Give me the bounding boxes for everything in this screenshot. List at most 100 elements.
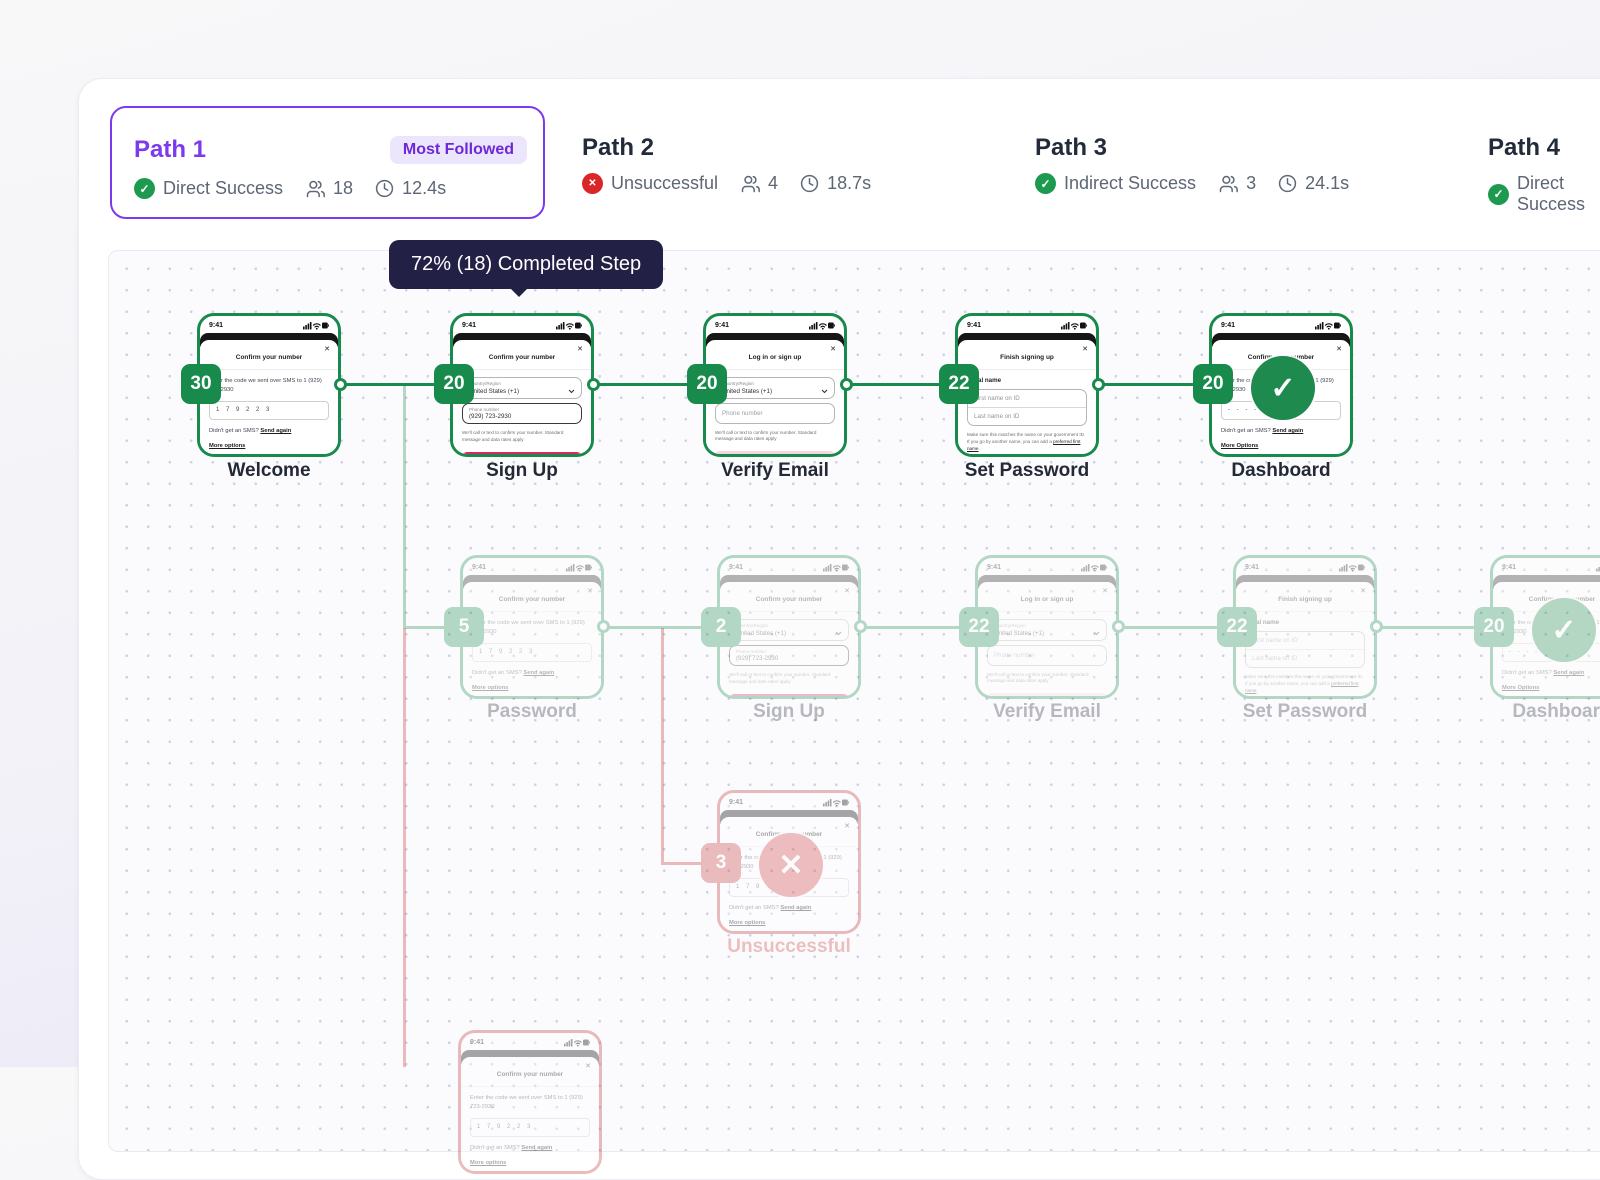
country-field[interactable]: Country/Region United States (+1) bbox=[729, 619, 849, 641]
sheet-title: Confirm your number bbox=[498, 596, 566, 603]
phone-value: (929) 723-2930 bbox=[736, 655, 779, 662]
preferred-name-link[interactable]: preferred first name bbox=[967, 438, 1081, 451]
path-card-4[interactable]: Path 4 ✓ Direct Success bbox=[1488, 136, 1600, 215]
status-time: 9:41 bbox=[472, 564, 487, 571]
country-value: United States (+1) bbox=[736, 629, 787, 637]
path-card-3[interactable]: Path 3 ✓ Indirect Success 3 24.1s bbox=[1035, 136, 1349, 194]
close-icon[interactable]: ✕ bbox=[1082, 346, 1088, 353]
flow-node-dashboard-2[interactable]: 9:41 Confirm your number ✕ Enter the cod… bbox=[1490, 555, 1600, 699]
wifi-icon bbox=[573, 1040, 582, 1045]
phone-status-bar: 9:41 bbox=[706, 316, 844, 333]
send-again-link[interactable]: Send again bbox=[780, 904, 812, 911]
country-field[interactable]: Country/Region United States (+1) bbox=[462, 377, 582, 399]
path-4-status: Direct Success bbox=[1517, 173, 1586, 214]
more-options-link[interactable]: More options bbox=[472, 684, 509, 691]
close-icon[interactable]: ✕ bbox=[1102, 588, 1108, 595]
more-options-link[interactable]: More options bbox=[209, 442, 246, 449]
modal-sheet: Confirm your number ✕ Enter the code we … bbox=[1493, 582, 1600, 696]
step-label: Sign Up bbox=[753, 701, 825, 722]
close-icon[interactable]: ✕ bbox=[585, 1063, 591, 1070]
send-again-link[interactable]: Send again bbox=[260, 427, 292, 434]
status-time: 9:41 bbox=[987, 564, 1002, 571]
close-icon[interactable]: ✕ bbox=[577, 346, 583, 353]
phone-status-bar: 9:41 bbox=[720, 558, 858, 575]
sheet-body: Country/Region United States (+1) Phone … bbox=[453, 370, 591, 454]
phone-status-bar: 9:41 bbox=[453, 316, 591, 333]
path-card-1[interactable]: Path 1 Most Followed ✓ Direct Success 18… bbox=[110, 106, 545, 219]
more-options-link[interactable]: More options bbox=[470, 1159, 507, 1166]
flow-node-welcome[interactable]: 9:41 Confirm your number ✕ Enter the cod… bbox=[197, 313, 341, 457]
step-label: Set Password bbox=[1242, 701, 1368, 722]
first-name-field[interactable]: First name on ID bbox=[1252, 637, 1298, 644]
wifi-icon bbox=[818, 323, 827, 328]
country-label: Country/Region bbox=[722, 381, 754, 386]
more-options-link[interactable]: More options bbox=[729, 919, 766, 926]
wifi-icon bbox=[312, 323, 321, 328]
send-again-link[interactable]: Send again bbox=[523, 669, 555, 676]
flow-node-sign-up-2[interactable]: 9:41 Confirm your number ✕ Country/Regio… bbox=[717, 555, 861, 699]
chevron-down-icon bbox=[1093, 631, 1100, 635]
name-fields[interactable]: First name on ID Last name on ID bbox=[967, 389, 1087, 426]
close-icon[interactable]: ✕ bbox=[844, 588, 850, 595]
flow-node-sign-up[interactable]: 9:41 Confirm your number ✕ Country/Regio… bbox=[450, 313, 594, 457]
sheet-title: Log in or sign up bbox=[748, 354, 802, 361]
send-again-link[interactable]: Send again bbox=[1553, 669, 1585, 676]
status-icons bbox=[823, 563, 849, 572]
code-input[interactable]: 1 7 9 2 2 3 bbox=[472, 642, 592, 662]
preferred-name-link[interactable]: preferred first name bbox=[1245, 680, 1359, 693]
continue-button[interactable]: Continue bbox=[987, 693, 1107, 696]
phone-number-field[interactable]: Phone number (929) 723-2930 bbox=[729, 644, 849, 666]
country-field[interactable]: Country/Region United States (+1) bbox=[987, 619, 1107, 641]
more-options-link[interactable]: More Options bbox=[1221, 442, 1259, 449]
code-input[interactable]: 1 7 9 2 2 3 bbox=[209, 400, 329, 420]
close-icon[interactable]: ✕ bbox=[1360, 588, 1366, 595]
code-input[interactable]: - - - - - - bbox=[1502, 642, 1600, 662]
code-input[interactable]: 1 7 9 2 2 3 bbox=[729, 877, 849, 897]
name-fields[interactable]: First name on ID Last name on ID bbox=[1245, 631, 1365, 668]
last-name-field[interactable]: Last name on ID bbox=[968, 407, 1086, 425]
path-card-2[interactable]: Path 2 ✕ Unsuccessful 4 18.7s bbox=[582, 136, 871, 194]
more-options-link[interactable]: More Options bbox=[1502, 684, 1540, 691]
flow-node-set-password[interactable]: 9:41 Finish signing up ✕ Legal name Firs… bbox=[955, 313, 1099, 457]
country-field[interactable]: Country/Region United States (+1) bbox=[715, 377, 835, 399]
connector-line bbox=[845, 383, 939, 386]
flow-node-verify-email[interactable]: 9:41 Log in or sign up ✕ Country/Region … bbox=[703, 313, 847, 457]
connector-line bbox=[592, 383, 687, 386]
status-time: 9:41 bbox=[729, 799, 744, 806]
phone-number-field[interactable]: Phone number bbox=[987, 644, 1107, 666]
close-icon[interactable]: ✕ bbox=[587, 588, 593, 595]
flow-node-unsuccessful[interactable]: 9:41 Confirm your number ✕ Enter the cod… bbox=[717, 790, 861, 934]
close-icon[interactable]: ✕ bbox=[844, 823, 850, 830]
battery-icon bbox=[585, 564, 592, 571]
success-check-icon: ✓ bbox=[134, 178, 155, 199]
continue-button[interactable]: Continue bbox=[715, 451, 835, 454]
phone-status-bar: 9:41 bbox=[463, 558, 601, 575]
flow-node-dashboard[interactable]: 9:41 Confirm your number ✕ Enter the cod… bbox=[1209, 313, 1353, 457]
send-again-link[interactable]: Send again bbox=[1272, 427, 1304, 434]
code-input[interactable]: 1 7 9 2 2 3 bbox=[470, 1117, 590, 1137]
modal-sheet: Confirm your number ✕ Enter the code we … bbox=[200, 340, 338, 454]
flow-node-verify-email-2[interactable]: 9:41 Log in or sign up ✕ Country/Region … bbox=[975, 555, 1119, 699]
flow-node-partial[interactable]: 9:41 Confirm your number ✕ Enter the cod… bbox=[458, 1030, 602, 1174]
step-count-badge: 20 bbox=[434, 364, 474, 404]
continue-button[interactable]: Continue bbox=[462, 451, 582, 454]
send-again-link[interactable]: Send again bbox=[521, 1144, 553, 1151]
sheet-body: Enter the code we sent over SMS to 1 (92… bbox=[720, 847, 858, 931]
phone-number-field[interactable]: Phone number (929) 723-2930 bbox=[462, 402, 582, 424]
modal-sheet: Log in or sign up ✕ Country/Region Unite… bbox=[706, 340, 844, 454]
first-name-field[interactable]: First name on ID bbox=[974, 395, 1020, 402]
close-icon[interactable]: ✕ bbox=[1336, 346, 1342, 353]
clock-icon bbox=[1278, 174, 1297, 193]
status-time: 9:41 bbox=[1502, 564, 1517, 571]
sheet-title: Confirm your number bbox=[235, 354, 303, 361]
phone-number-field[interactable]: Phone number bbox=[715, 402, 835, 424]
wifi-dot bbox=[578, 569, 581, 572]
wifi-dot bbox=[315, 327, 318, 330]
flow-node-set-password-2[interactable]: 9:41 Finish signing up ✕ Legal name Firs… bbox=[1233, 555, 1377, 699]
path-1-duration: 12.4s bbox=[402, 178, 447, 198]
last-name-field[interactable]: Last name on ID bbox=[1246, 649, 1364, 667]
close-icon[interactable]: ✕ bbox=[324, 346, 330, 353]
close-icon[interactable]: ✕ bbox=[830, 346, 836, 353]
continue-button[interactable]: Continue bbox=[729, 693, 849, 696]
